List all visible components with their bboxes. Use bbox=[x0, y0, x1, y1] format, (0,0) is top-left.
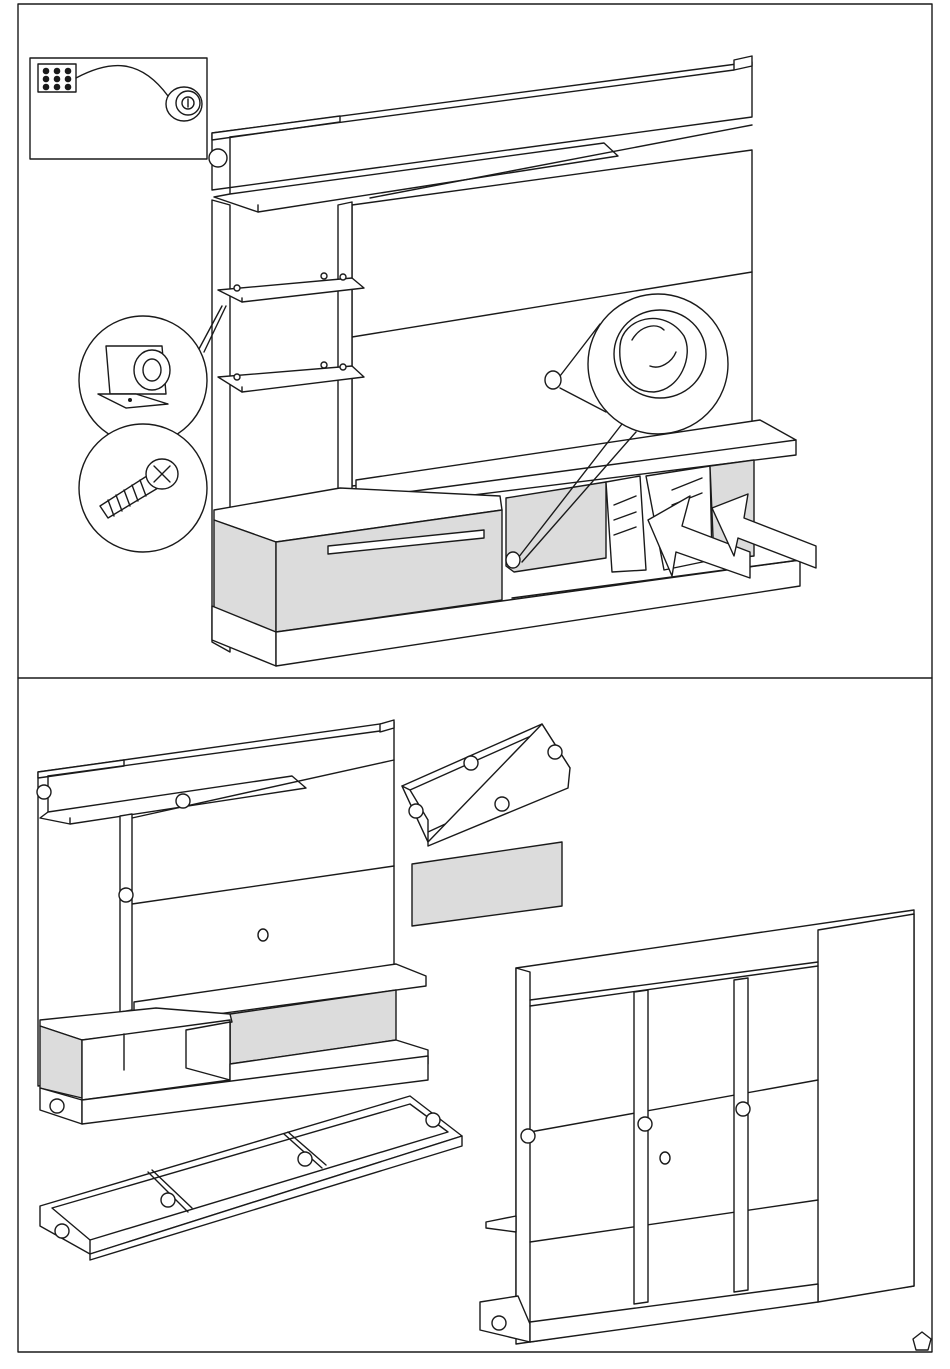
hardware-callout bbox=[30, 58, 207, 159]
rear-frame bbox=[480, 910, 914, 1344]
drawer-box bbox=[402, 724, 570, 846]
drawer-front bbox=[412, 842, 562, 926]
cam-lock-icon bbox=[166, 87, 202, 121]
hardware-grid-icon bbox=[38, 64, 76, 92]
step-b-panel bbox=[37, 720, 914, 1344]
screw-icon bbox=[79, 424, 207, 552]
step-a-panel bbox=[30, 56, 816, 666]
pentagon-mark-icon bbox=[913, 1332, 931, 1350]
assembled-unit-left bbox=[37, 720, 428, 1124]
part-marker bbox=[209, 149, 227, 167]
